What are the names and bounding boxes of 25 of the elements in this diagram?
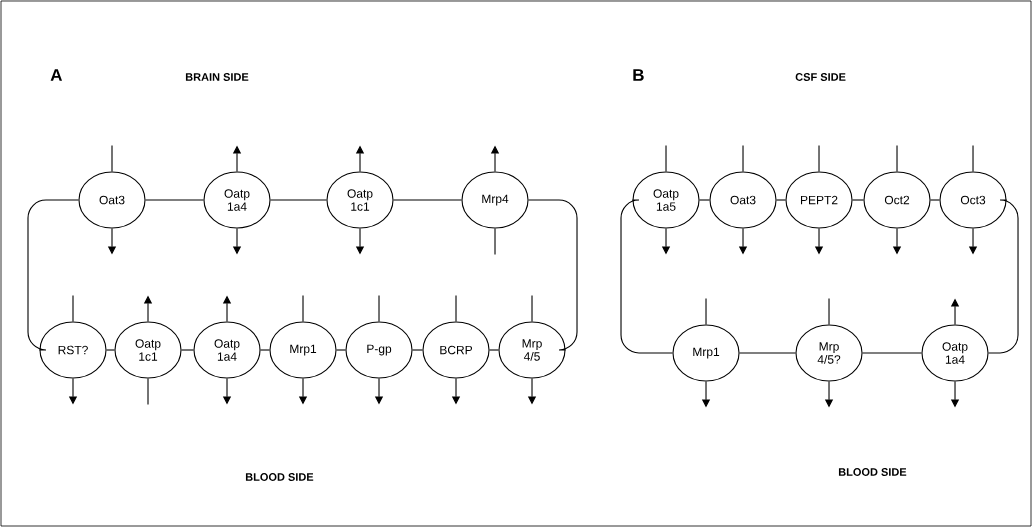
membrane-line [528, 199, 578, 351]
membrane-line [393, 199, 462, 201]
panel-letter: A [50, 69, 63, 81]
membrane-line [181, 349, 194, 351]
membrane-line [145, 199, 204, 201]
membrane-line [270, 199, 327, 201]
membrane-line [412, 349, 423, 351]
membrane-line [930, 199, 940, 201]
panel-letter: B [633, 69, 644, 81]
membrane-line [260, 349, 270, 351]
side-label: CSF SIDE [795, 73, 846, 81]
membrane-line [739, 352, 796, 354]
membrane-line [620, 199, 673, 354]
membrane-line [489, 349, 499, 351]
membrane-line [106, 349, 115, 351]
side-label: BLOOD SIDE [838, 468, 907, 476]
side-label: BRAIN SIDE [185, 73, 249, 81]
membrane-line [27, 199, 79, 351]
membrane-line [988, 199, 1019, 354]
membrane-line [852, 199, 864, 201]
membrane-line [862, 352, 922, 354]
membrane-line [699, 199, 710, 201]
side-label: BLOOD SIDE [245, 473, 314, 481]
membrane-line [336, 349, 346, 351]
membrane-line [776, 199, 786, 201]
